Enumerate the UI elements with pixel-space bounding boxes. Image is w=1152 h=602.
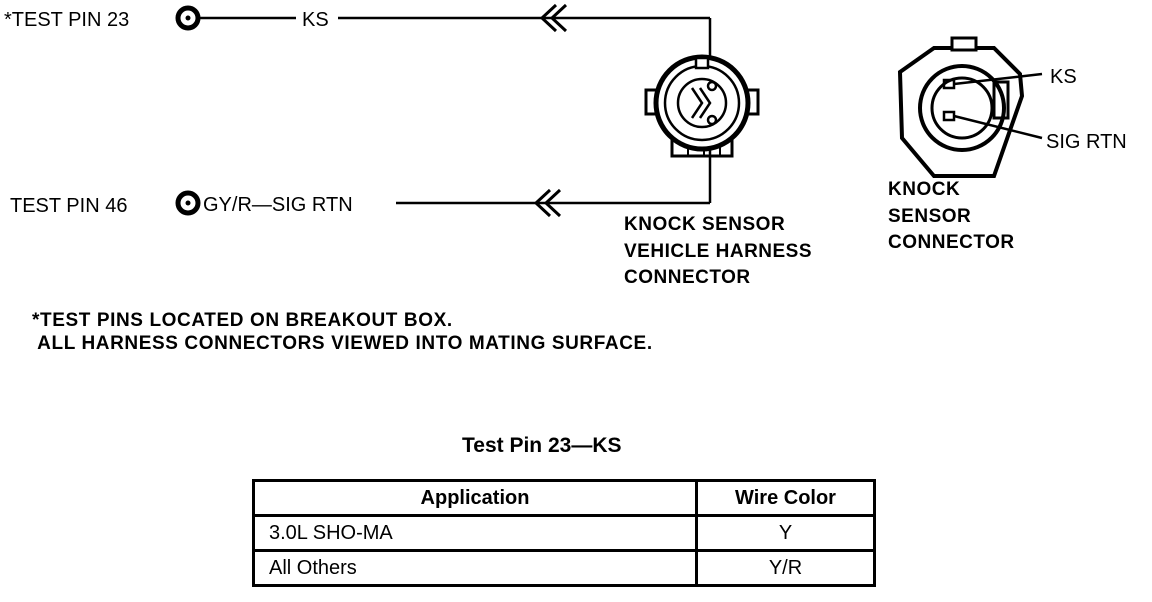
pin-23-wire-label: KS <box>302 9 329 31</box>
knock-sensor-connector-icon <box>897 36 1025 178</box>
ks-leader-line <box>953 72 1043 86</box>
test-pin-23-terminal-icon <box>175 5 201 31</box>
test-pin-23-label: *TEST PIN 23 <box>4 9 129 31</box>
test-pin-46-label: TEST PIN 46 <box>10 195 127 217</box>
sensor-connector-label-line-2: SENSOR <box>888 206 971 227</box>
sensor-sig-rtn-label: SIG RTN <box>1046 131 1127 153</box>
pin-23-connector-chevron-icon <box>539 3 568 33</box>
harness-connector-label-line-2: VEHICLE HARNESS <box>624 241 812 262</box>
pin-46-wire-label: GY/R—SIG RTN <box>203 194 353 216</box>
sensor-connector-label-line-3: CONNECTOR <box>888 232 1015 253</box>
test-pin-46-terminal-icon <box>175 190 201 216</box>
harness-connector-label-line-3: CONNECTOR <box>624 267 751 288</box>
table-row: All Others Y/R <box>252 549 876 587</box>
note-line-1: *TEST PINS LOCATED ON BREAKOUT BOX. <box>32 310 453 331</box>
note-line-2: ALL HARNESS CONNECTORS VIEWED INTO MATIN… <box>32 333 653 354</box>
row-wire-color: Y/R <box>695 549 876 587</box>
harness-connector-icon <box>644 54 760 158</box>
table-row: 3.0L SHO-MA Y <box>252 514 876 552</box>
header-application: Application <box>252 479 698 517</box>
harness-connector-label-line-1: KNOCK SENSOR <box>624 214 785 235</box>
pin-46-connector-chevron-icon <box>533 188 562 218</box>
header-wire-color: Wire Color <box>695 479 876 517</box>
sensor-ks-label: KS <box>1050 66 1077 88</box>
table-title: Test Pin 23—KS <box>462 434 622 457</box>
sig-rtn-leader-line <box>953 114 1043 140</box>
row-application: All Others <box>252 549 698 587</box>
row-wire-color: Y <box>695 514 876 552</box>
table-header-row: Application Wire Color <box>252 479 876 517</box>
wire-color-table: Application Wire Color 3.0L SHO-MA Y All… <box>252 479 876 587</box>
sensor-connector-label-line-1: KNOCK <box>888 179 960 200</box>
row-application: 3.0L SHO-MA <box>252 514 698 552</box>
